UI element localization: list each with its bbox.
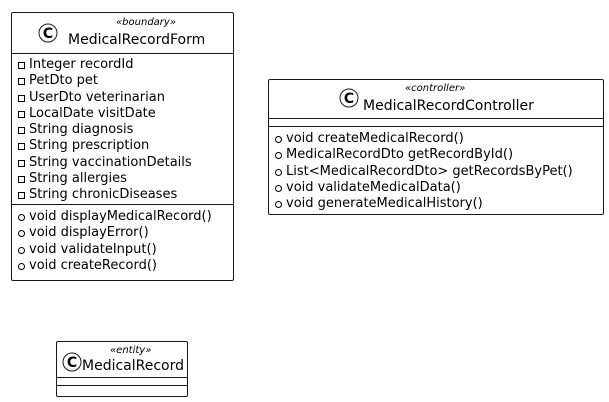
attribute-text: PetDto pet: [29, 73, 99, 89]
public-visibility-icon: [18, 230, 25, 238]
method-text: void displayMedicalRecord(): [29, 209, 212, 224]
class-header: C «controller» MedicalRecordController: [269, 80, 603, 118]
public-visibility-icon: [275, 152, 282, 160]
private-visibility-icon: [18, 94, 25, 102]
methods-section: [57, 385, 187, 386]
attribute-text: LocalDate visitDate: [29, 105, 156, 121]
class-c-icon: C: [38, 23, 58, 43]
attribute-text: String diagnosis: [29, 122, 134, 138]
method-text: MedicalRecordDto getRecordById(): [286, 147, 514, 163]
public-visibility-icon: [18, 246, 25, 254]
attribute-row: UserDto veterinarian: [12, 90, 233, 106]
attribute-row: String allergies: [12, 171, 233, 187]
svg-text:C: C: [67, 355, 77, 371]
class-c-icon: C: [62, 352, 82, 372]
public-visibility-icon: [275, 201, 282, 209]
attribute-text: String chronicDiseases: [29, 187, 178, 203]
attribute-text: UserDto veterinarian: [29, 89, 165, 105]
public-visibility-icon: [275, 136, 282, 143]
private-visibility-icon: [18, 78, 25, 86]
method-text: void createRecord(): [29, 257, 157, 273]
class-name: MedicalRecord: [82, 358, 185, 374]
attributes-section: [269, 118, 603, 126]
method-text: List<MedicalRecordDto> getRecordsByPet(): [286, 163, 573, 179]
attribute-row: Integer recordId: [12, 57, 233, 73]
method-row: void generateMedicalHistory(): [269, 196, 603, 212]
public-visibility-icon: [275, 184, 282, 192]
attributes-section: [57, 377, 187, 385]
attribute-row: String vaccinationDetails: [12, 155, 233, 171]
method-row: void validateMedicalData(): [269, 180, 603, 196]
svg-text:C: C: [344, 91, 354, 107]
class-medical-record: C «entity» MedicalRecord: [56, 341, 188, 397]
method-text: void validateMedicalData(): [286, 179, 461, 195]
method-text: void generateMedicalHistory(): [286, 196, 483, 212]
private-visibility-icon: [18, 127, 25, 135]
public-visibility-icon: [18, 214, 25, 221]
class-stereotype: «controller»: [405, 83, 466, 94]
private-visibility-icon: [18, 110, 25, 118]
method-text: void validateInput(): [29, 241, 157, 257]
attribute-row: String prescription: [12, 138, 233, 154]
class-name: MedicalRecordController: [363, 98, 534, 114]
private-visibility-icon: [18, 176, 25, 184]
private-visibility-icon: [18, 159, 25, 167]
private-visibility-icon: [18, 62, 25, 69]
attribute-text: String allergies: [29, 171, 127, 187]
public-visibility-icon: [275, 168, 282, 176]
method-row: MedicalRecordDto getRecordById(): [269, 147, 603, 163]
method-row: void validateInput(): [12, 242, 233, 258]
class-c-icon: C: [339, 88, 359, 108]
methods-section: void displayMedicalRecord()void displayE…: [12, 204, 233, 274]
attribute-row: LocalDate visitDate: [12, 106, 233, 122]
private-visibility-icon: [18, 143, 25, 151]
svg-text:C: C: [43, 26, 53, 42]
attribute-row: PetDto pet: [12, 73, 233, 89]
attribute-row: String chronicDiseases: [12, 187, 233, 203]
class-header: C «boundary» MedicalRecordForm: [12, 13, 233, 53]
method-text: void createMedicalRecord(): [286, 131, 464, 146]
attribute-row: String diagnosis: [12, 122, 233, 138]
method-row: void createRecord(): [12, 258, 233, 274]
attribute-text: Integer recordId: [29, 57, 134, 72]
methods-section: void createMedicalRecord()MedicalRecordD…: [269, 126, 603, 212]
method-text: void displayError(): [29, 225, 149, 241]
method-row: void displayError(): [12, 225, 233, 241]
class-stereotype: «entity»: [110, 345, 152, 356]
method-row: List<MedicalRecordDto> getRecordsByPet(): [269, 164, 603, 180]
class-header: C «entity» MedicalRecord: [57, 342, 187, 377]
class-name: MedicalRecordForm: [68, 32, 206, 48]
method-row: void displayMedicalRecord(): [12, 209, 233, 225]
class-medical-record-controller: C «controller» MedicalRecordController void…: [268, 79, 604, 215]
attribute-text: String vaccinationDetails: [29, 154, 192, 170]
public-visibility-icon: [18, 262, 25, 270]
attribute-text: String prescription: [29, 138, 150, 154]
class-stereotype: «boundary»: [116, 17, 176, 28]
private-visibility-icon: [18, 192, 25, 200]
method-row: void createMedicalRecord(): [269, 131, 603, 147]
